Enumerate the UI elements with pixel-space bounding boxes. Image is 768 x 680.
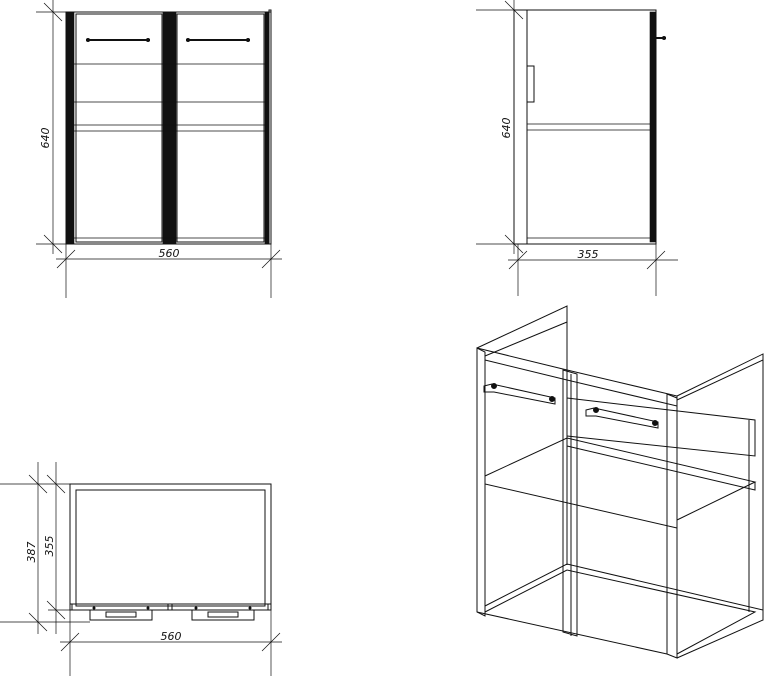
top-view: 387 355 560 xyxy=(0,462,282,676)
top-depth-outer-label: 387 xyxy=(25,542,38,563)
front-right-door xyxy=(176,13,265,243)
front-right-handle xyxy=(186,38,250,42)
side-handle xyxy=(652,36,666,40)
top-left-handle xyxy=(89,606,153,621)
top-depth-outer-dimension: 387 xyxy=(0,462,90,634)
top-cabinet-outline xyxy=(69,483,272,611)
side-recess xyxy=(526,65,535,103)
side-depth-label: 355 xyxy=(578,248,599,261)
front-width-dimension: 560 xyxy=(56,244,282,298)
side-height-dimension: 640 xyxy=(476,0,524,254)
isometric-view xyxy=(476,305,764,659)
front-view: 640 560 xyxy=(36,0,282,298)
top-right-handle xyxy=(191,606,255,621)
side-door-panel xyxy=(649,11,657,243)
side-cabinet-outline xyxy=(513,9,657,245)
front-left-handle xyxy=(86,38,150,42)
front-center-divider xyxy=(162,11,177,245)
iso-right-handle xyxy=(585,407,659,429)
iso-left-handle xyxy=(483,383,556,405)
front-height-label: 640 xyxy=(39,128,52,149)
front-height-dimension: 640 xyxy=(36,0,66,254)
top-width-dimension: 560 xyxy=(60,610,282,676)
side-depth-dimension: 355 xyxy=(508,244,678,296)
top-depth-inner-label: 355 xyxy=(43,536,56,557)
front-width-label: 560 xyxy=(159,247,180,260)
front-left-side-panel xyxy=(65,11,75,245)
iso-center-post xyxy=(562,369,578,637)
front-left-door xyxy=(75,13,163,243)
side-height-label: 640 xyxy=(500,118,513,139)
top-left-door-edge xyxy=(71,604,169,611)
top-depth-inner-dimension: 355 xyxy=(43,462,70,634)
top-width-label: 560 xyxy=(161,630,182,643)
side-view: 640 355 xyxy=(476,0,678,296)
top-right-door-edge xyxy=(171,604,269,611)
front-right-side-panel xyxy=(264,11,270,245)
iso-left-post xyxy=(476,347,486,617)
